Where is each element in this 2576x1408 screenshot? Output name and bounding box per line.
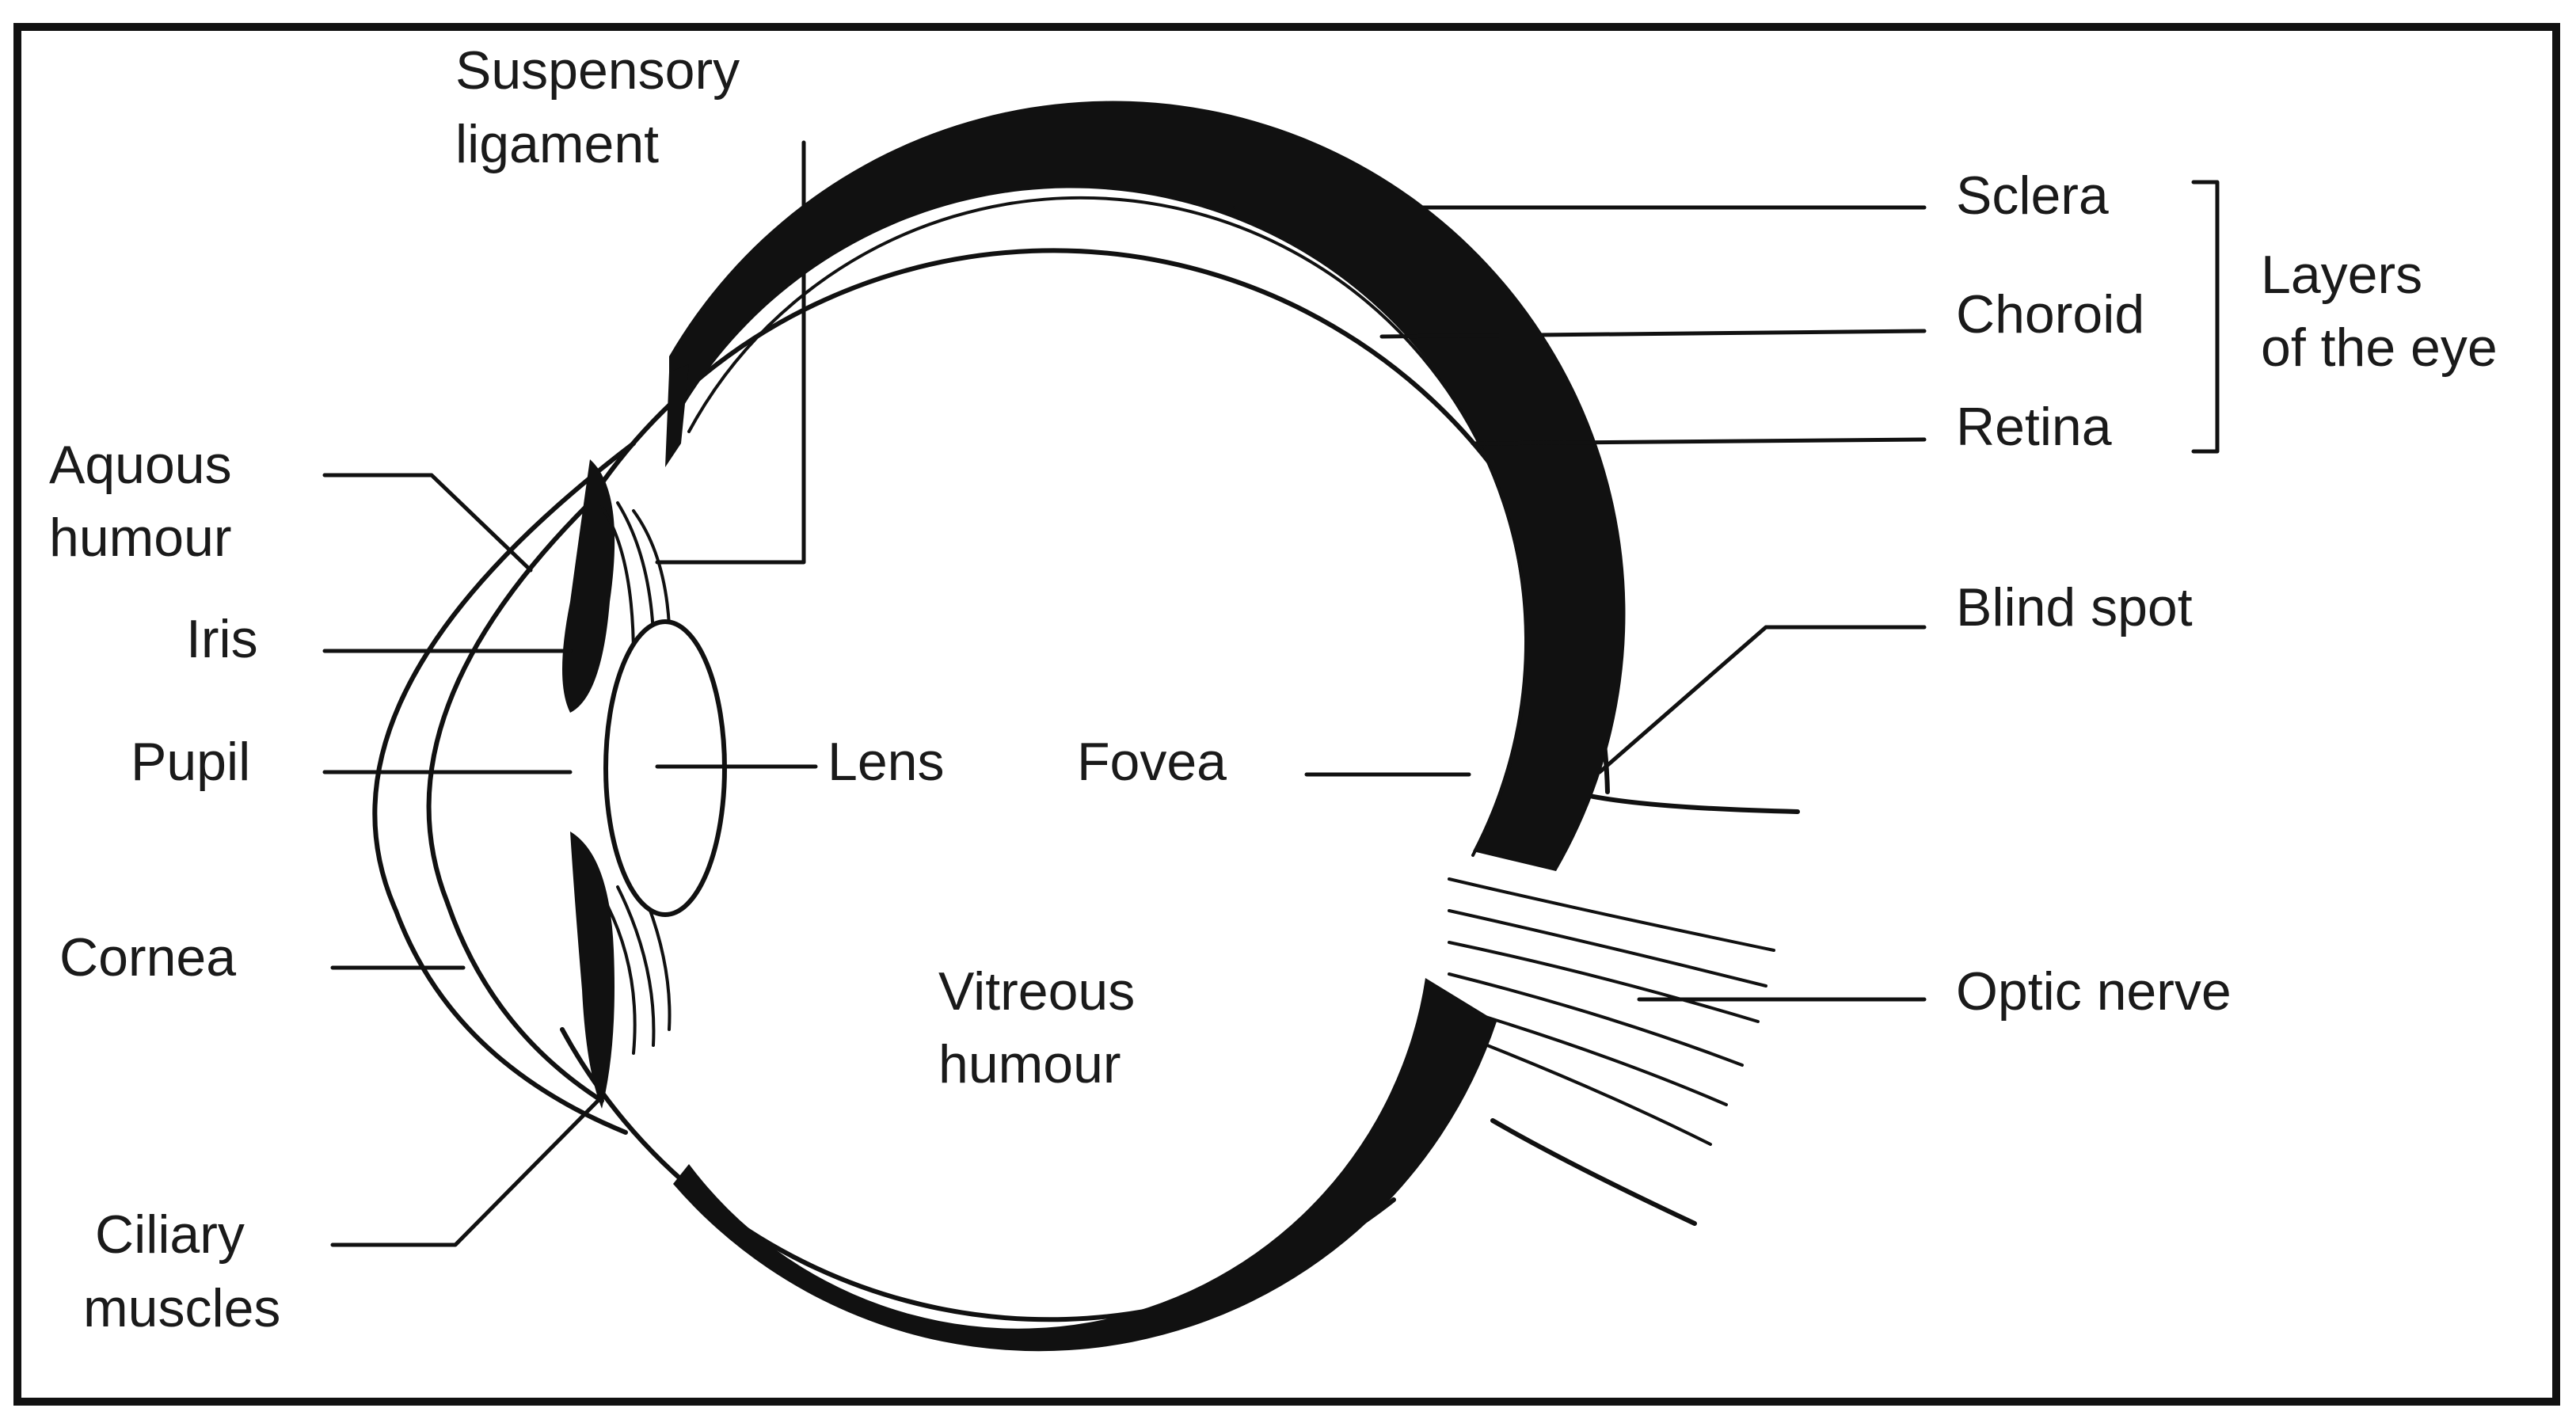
iris-lower	[570, 831, 615, 1109]
label-choroid: Choroid	[1956, 284, 2144, 344]
label-lens: Lens	[828, 732, 944, 792]
label-blind-spot: Blind spot	[1956, 577, 2193, 637]
leader-ciliary-muscles	[333, 1097, 602, 1245]
label-sclera: Sclera	[1956, 166, 2109, 226]
leader-lines	[325, 143, 2217, 1245]
optic-nerve-sheath	[1572, 792, 1798, 812]
label-ciliary-muscles-2: muscles	[83, 1278, 280, 1338]
label-fovea: Fovea	[1077, 732, 1227, 792]
label-ciliary-muscles-1: Ciliary	[95, 1204, 245, 1265]
label-optic-nerve: Optic nerve	[1956, 961, 2232, 1022]
label-suspensory-ligament-2: ligament	[455, 114, 659, 174]
label-layers-2: of the eye	[2261, 318, 2498, 378]
label-layers-1: Layers	[2261, 245, 2422, 305]
label-cornea: Cornea	[59, 927, 236, 988]
label-vitreous-humour-2: humour	[938, 1034, 1121, 1094]
leader-aquous-humour	[325, 475, 531, 570]
choroid-upper-tip	[665, 364, 689, 467]
label-suspensory-ligament-1: Suspensory	[455, 40, 740, 101]
leader-blind-spot	[1600, 627, 1924, 772]
optic-nerve-fibres	[1449, 879, 1774, 1144]
eyeball	[375, 101, 1798, 1352]
label-aquous-humour-1: Aquous	[49, 435, 232, 495]
optic-nerve-sheath-lower	[1493, 1121, 1695, 1223]
label-retina: Retina	[1956, 397, 2112, 457]
label-pupil: Pupil	[131, 732, 250, 792]
layers-bracket	[2194, 182, 2217, 451]
label-aquous-humour-2: humour	[49, 508, 232, 568]
label-vitreous-humour-1: Vitreous	[938, 961, 1135, 1022]
label-iris: Iris	[186, 609, 258, 669]
